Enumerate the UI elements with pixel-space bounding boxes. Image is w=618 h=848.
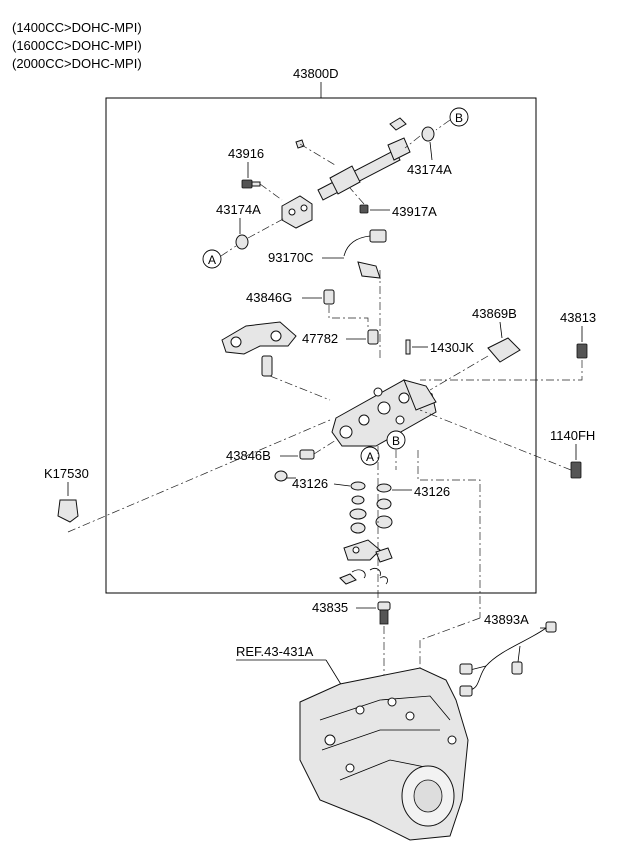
marker-b-center	[386, 430, 406, 450]
label-K17530[interactable]: K17530	[44, 466, 89, 481]
marker-b-top	[449, 107, 469, 127]
label-43846B[interactable]: 43846B	[226, 448, 271, 463]
wiring-harness-43893A-part	[459, 621, 557, 697]
label-43893A[interactable]: 43893A	[484, 612, 529, 627]
bolt-1140FH-part	[419, 409, 582, 479]
bumper-K17530-part	[57, 419, 331, 533]
label-43126-right[interactable]: 43126	[414, 484, 450, 499]
marker-b-center-text: B	[392, 434, 400, 448]
marker-a-center-text: A	[366, 450, 374, 464]
bushing-43174A-left-part	[235, 217, 286, 250]
bolt-43813-part	[420, 343, 588, 381]
plug-43846G-part	[323, 289, 369, 330]
plug-43846B-part	[299, 439, 337, 460]
label-93170C[interactable]: 93170C	[268, 250, 314, 265]
marker-a-center	[360, 446, 380, 466]
label-43813[interactable]: 43813	[560, 310, 596, 325]
engine-spec-1400: (1400CC>DOHC-MPI)	[12, 20, 142, 35]
label-1140FH[interactable]: 1140FH	[550, 428, 595, 443]
seal-stack-part	[339, 495, 393, 585]
label-1430JK[interactable]: 1430JK	[430, 340, 474, 355]
shift-rod-part	[295, 137, 411, 201]
bolt-43917A-part	[349, 187, 369, 214]
label-43835[interactable]: 43835	[312, 600, 348, 615]
pin-1430JK-part	[405, 339, 411, 355]
switch-43869B-part	[429, 337, 521, 391]
engine-spec-2000: (2000CC>DOHC-MPI)	[12, 56, 142, 71]
label-43126-left[interactable]: 43126	[292, 476, 328, 491]
seal-43126-right-part	[376, 483, 392, 493]
bolt-43916-part	[241, 179, 283, 201]
engine-spec-1600: (1600CC>DOHC-MPI)	[12, 38, 142, 53]
label-43916[interactable]: 43916	[228, 146, 264, 161]
bushing-43174A-top-part	[404, 126, 435, 149]
marker-a-left	[202, 249, 222, 269]
label-ref-43-431A[interactable]: REF.43-431A	[236, 644, 314, 659]
shift-lever-part	[281, 195, 313, 229]
marker-b-top-text: B	[455, 111, 463, 125]
sensor-93170C-part	[343, 229, 387, 360]
label-43869B[interactable]: 43869B	[472, 306, 517, 321]
seal-43126-left-o-ring	[274, 470, 288, 482]
label-47782[interactable]: 47782	[302, 331, 338, 346]
seal-43126-left-part	[350, 481, 366, 491]
small-block-part	[389, 117, 407, 131]
label-43174A-top[interactable]: 43174A	[407, 162, 452, 177]
label-43846G[interactable]: 43846G	[246, 290, 292, 305]
label-43917A[interactable]: 43917A	[392, 204, 437, 219]
valve-body-part	[331, 379, 437, 447]
marker-a-left-text: A	[208, 253, 216, 267]
transaxle-case-part	[299, 667, 469, 841]
assembly-label-43800D[interactable]: 43800D	[293, 66, 339, 81]
label-43174A-left[interactable]: 43174A	[216, 202, 261, 217]
detent-lever-part	[221, 321, 331, 401]
plug-47782-part	[367, 329, 379, 345]
